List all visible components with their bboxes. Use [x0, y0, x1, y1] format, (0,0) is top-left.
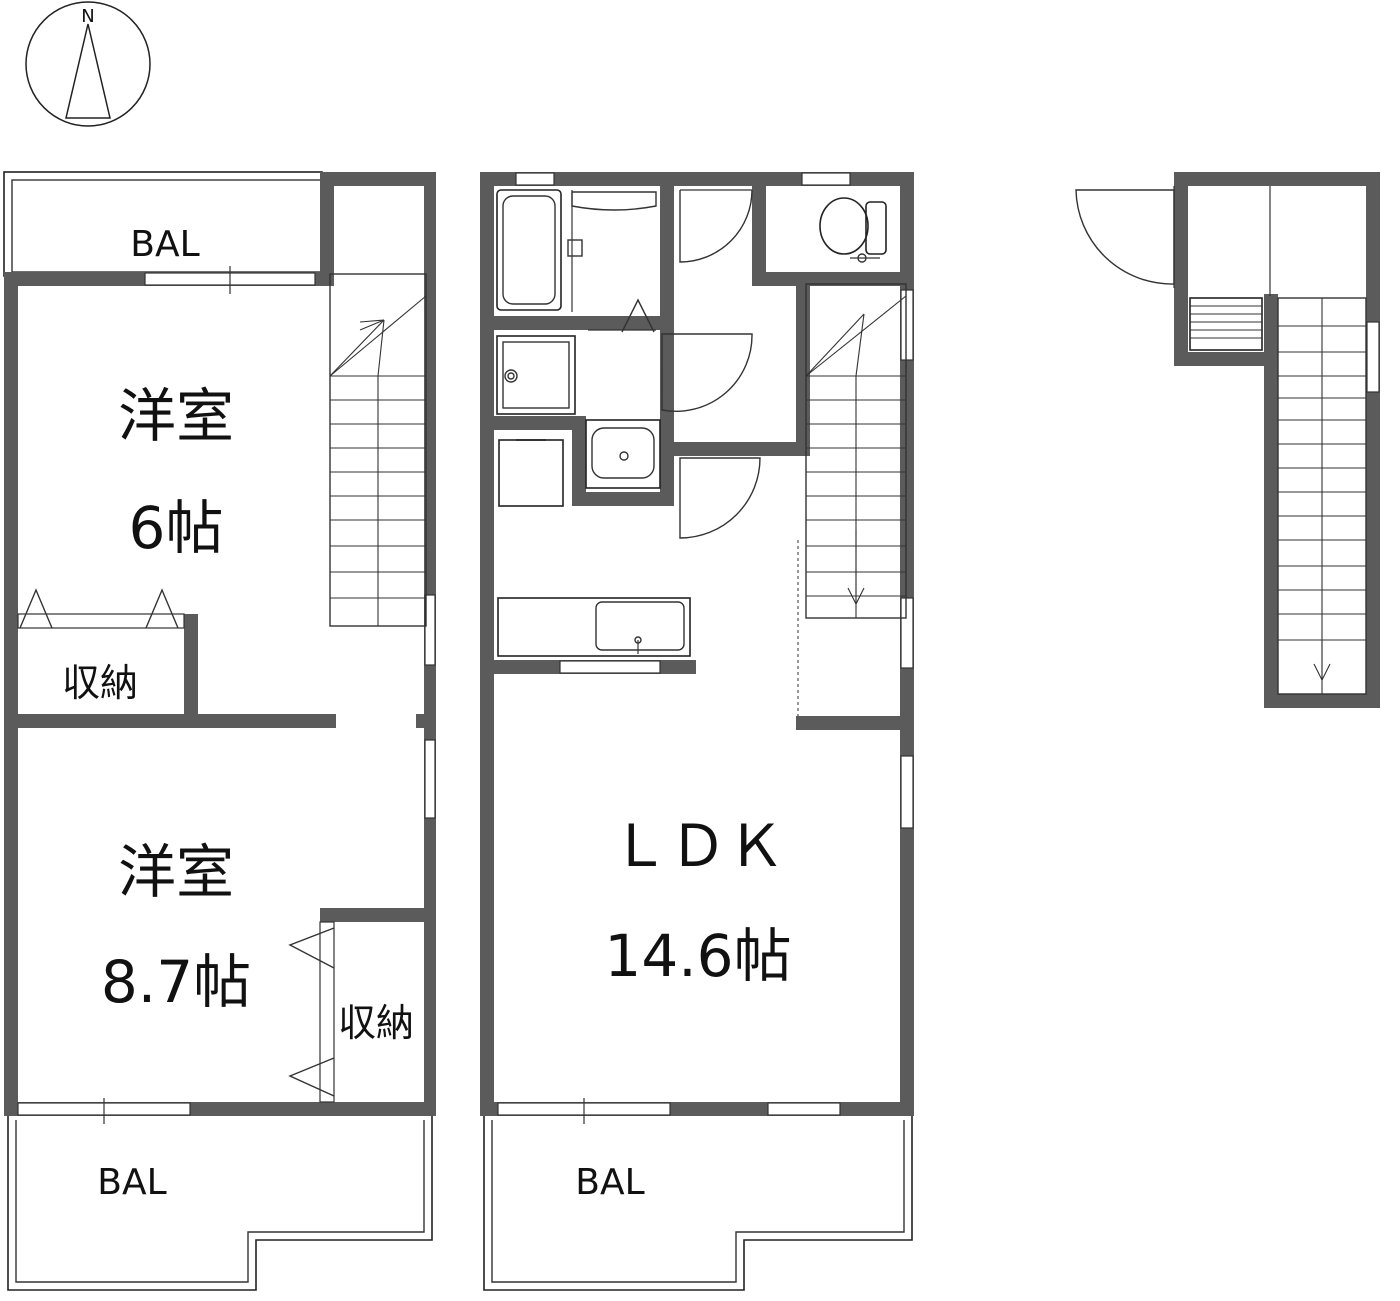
balcony-top-label: BAL	[130, 224, 199, 265]
floor-left: BAL 洋室 6帖 収納 洋室 8.7帖 収納 BAL	[3, 171, 436, 1291]
balcony-bottom-label: BAL	[97, 1162, 166, 1203]
kitchen-counter	[497, 597, 691, 657]
north-compass: N	[25, 1, 151, 127]
ldk-size: 14.6帖	[604, 922, 791, 990]
room-top-name: 洋室	[118, 382, 234, 450]
closet-bottom-label: 収納	[338, 1001, 414, 1045]
room-top-size: 6帖	[129, 494, 224, 562]
balcony-ldk-label: BAL	[575, 1162, 644, 1203]
bathtub	[496, 189, 562, 311]
room-bottom-name: 洋室	[118, 838, 234, 906]
washer-pan	[496, 335, 576, 415]
ldk-name: ＬＤＫ	[611, 812, 785, 880]
north-label: N	[81, 6, 94, 27]
refrigerator	[498, 439, 564, 507]
closet-top-label: 収納	[62, 661, 138, 705]
wash-basin	[585, 419, 661, 489]
room-bottom-size: 8.7帖	[101, 948, 251, 1016]
floor-right	[1075, 172, 1380, 708]
entry-door-swing	[1075, 189, 1175, 285]
toilet	[819, 197, 887, 263]
floor-middle: ＬＤＫ 14.6帖 BAL	[480, 172, 914, 1291]
door-swing	[679, 189, 753, 263]
shoe-cabinet	[1189, 297, 1263, 351]
